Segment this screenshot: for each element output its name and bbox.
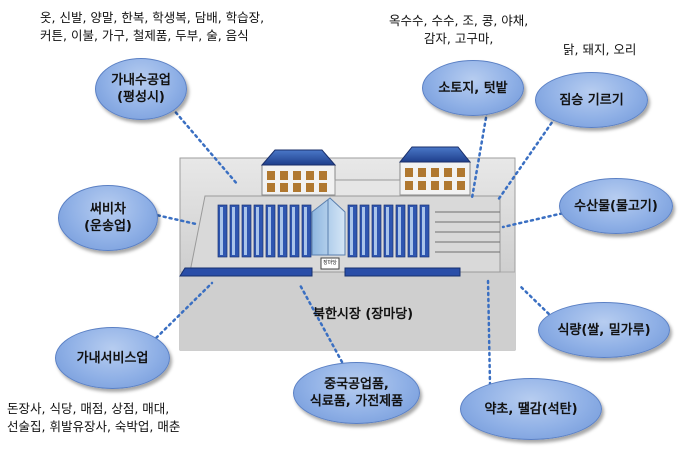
note-home-service-line-1: 돈장사, 식당, 매점, 상점, 매대,	[7, 401, 170, 416]
connector-home-service	[150, 281, 214, 344]
node-farmland-line-1: 소토지, 텃밭	[438, 80, 508, 96]
node-livestock-line-1: 짐승 기르기	[559, 92, 624, 108]
center-label: 북한시장 (장마당)	[313, 307, 414, 322]
note-farmland-line-1: 옥수수, 수수, 조, 콩, 야채,	[389, 13, 529, 28]
node-transport: 써비차 (운송업)	[58, 185, 158, 251]
entrance-sign	[320, 257, 340, 270]
node-food-line-1: 식량(쌀, 밀가루)	[557, 322, 651, 338]
node-manufacturing-line-2: (평성시)	[117, 90, 165, 105]
note-farmland: 옥수수, 수수, 조, 콩, 야채, 감자, 고구마,	[389, 12, 528, 48]
node-home-service-line-1: 가내서비스업	[76, 350, 149, 366]
node-herbs-fuel-line-1: 약초, 땔감(석탄)	[484, 401, 578, 417]
building-left	[260, 149, 337, 196]
node-chinese-goods: 중국공업품, 식료품, 가전제품	[293, 362, 420, 424]
note-home-service-line-2: 선술집, 휘발유장사, 숙박업, 매춘	[7, 419, 181, 434]
connector-herbs-fuel	[486, 278, 492, 387]
stall-rows	[217, 204, 430, 258]
note-livestock-line-1: 닭, 돼지, 오리	[563, 42, 637, 57]
front-wall-left	[179, 267, 313, 277]
note-manufacturing-line-1: 옷, 신발, 양말, 한복, 학생복, 담배, 학습장,	[40, 10, 265, 25]
connector-livestock	[496, 116, 557, 202]
glass-canopy	[311, 197, 346, 256]
note-livestock: 닭, 돼지, 오리	[563, 41, 636, 59]
node-fishery-line-1: 수산물(물고기)	[574, 198, 658, 214]
building-right	[398, 146, 472, 196]
connector-manufacturing	[170, 106, 240, 187]
node-transport-line-2: (운송업)	[84, 219, 132, 234]
node-fishery: 수산물(물고기)	[559, 178, 673, 234]
connector-fishery	[501, 210, 570, 229]
connector-food	[518, 284, 555, 320]
node-chinese-goods-line-2: 식료품, 가전제품	[309, 394, 404, 409]
node-chinese-goods-line-1: 중국공업품,	[324, 377, 389, 392]
connector-transport	[150, 212, 198, 226]
note-manufacturing: 옷, 신발, 양말, 한복, 학생복, 담배, 학습장, 커튼, 이불, 가구,…	[40, 9, 264, 45]
sheds-right	[435, 211, 500, 253]
note-farmland-line-2: 감자, 고구마,	[423, 31, 494, 46]
node-food: 식량(쌀, 밀가루)	[538, 302, 670, 358]
note-home-service: 돈장사, 식당, 매점, 상점, 매대, 선술집, 휘발유장사, 숙박업, 매춘	[7, 400, 180, 436]
node-livestock: 짐승 기르기	[535, 72, 648, 128]
connector-farmland	[470, 110, 489, 200]
note-manufacturing-line-2: 커튼, 이불, 가구, 철제품, 두부, 술, 음식	[40, 28, 249, 43]
node-farmland: 소토지, 텃밭	[422, 60, 524, 116]
node-manufacturing: 가내수공업 (평성시)	[95, 58, 187, 120]
entrance-sign-label: 장마당	[323, 260, 337, 266]
node-manufacturing-line-1: 가내수공업	[111, 73, 171, 88]
node-herbs-fuel: 약초, 땔감(석탄)	[460, 378, 602, 440]
node-transport-line-1: 써비차	[90, 202, 126, 217]
front-wall-right	[344, 267, 461, 277]
node-home-service: 가내서비스업	[55, 327, 170, 389]
connector-chinese-goods	[298, 283, 344, 364]
